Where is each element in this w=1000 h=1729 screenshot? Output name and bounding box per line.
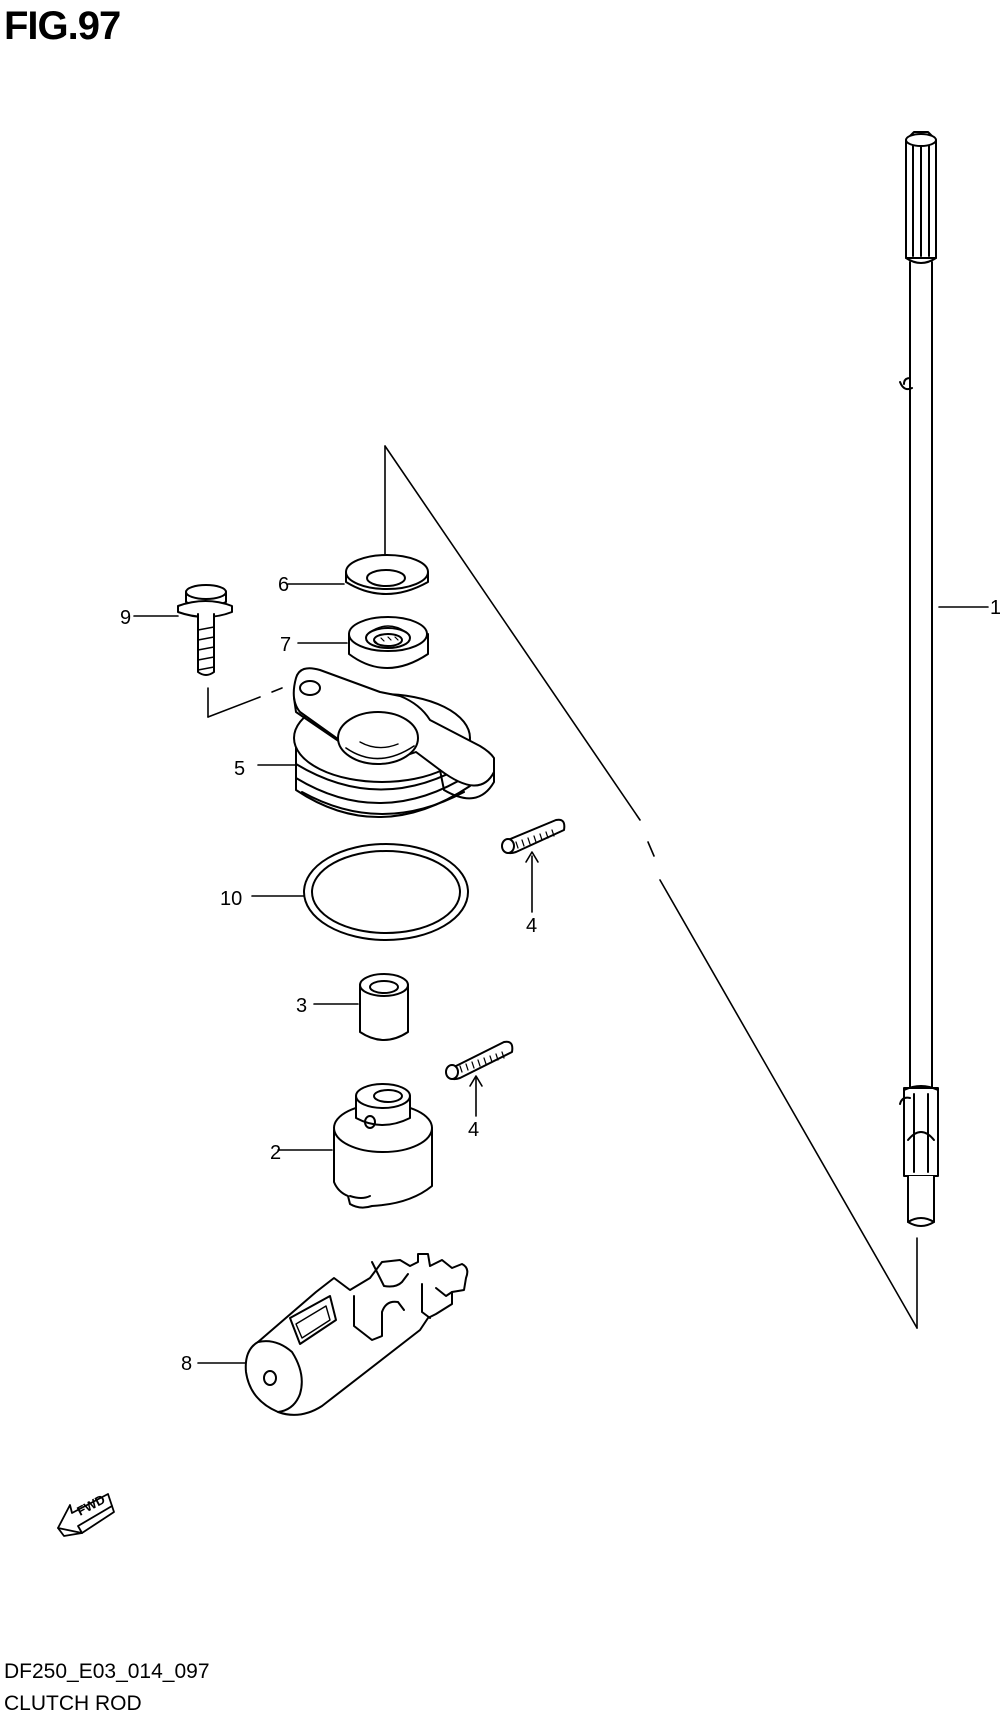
callout-8[interactable]: 8 xyxy=(181,1353,192,1375)
part-4-spring-pin-upper[interactable] xyxy=(501,818,566,913)
figure-title: FIG.97 xyxy=(4,4,121,48)
callout-labels: 1 2 3 4 4 5 6 7 8 9 10 xyxy=(120,574,1000,1375)
fwd-direction-arrow-icon: FWD xyxy=(57,1492,115,1537)
callout-4-upper[interactable]: 4 xyxy=(526,915,537,937)
callout-3[interactable]: 3 xyxy=(296,995,307,1017)
part-9-bolt[interactable] xyxy=(133,584,233,676)
callout-2[interactable]: 2 xyxy=(270,1142,281,1164)
part-7-oil-seal[interactable] xyxy=(297,616,429,669)
assembly-guide-lines xyxy=(207,445,918,1329)
part-2-shift-slider[interactable] xyxy=(277,1083,433,1209)
drawing-code: DF250_E03_014_097 xyxy=(4,1660,210,1683)
part-1-clutch-rod[interactable] xyxy=(899,131,989,1227)
callout-10[interactable]: 10 xyxy=(220,888,242,910)
part-3-collar[interactable] xyxy=(313,973,409,1041)
part-6-washer[interactable] xyxy=(287,554,429,595)
part-5-guide-housing[interactable] xyxy=(257,667,495,819)
part-4-spring-pin-lower[interactable] xyxy=(445,1040,514,1117)
section-name: CLUTCH ROD xyxy=(4,1692,142,1715)
callout-5[interactable]: 5 xyxy=(234,758,245,780)
part-10-o-ring[interactable] xyxy=(251,843,469,941)
callout-9[interactable]: 9 xyxy=(120,607,131,629)
part-8-push-rod[interactable] xyxy=(197,1253,469,1416)
callout-4-lower[interactable]: 4 xyxy=(468,1119,479,1141)
callout-1[interactable]: 1 xyxy=(990,597,1000,619)
callout-6[interactable]: 6 xyxy=(278,574,289,596)
callout-7[interactable]: 7 xyxy=(280,634,291,656)
